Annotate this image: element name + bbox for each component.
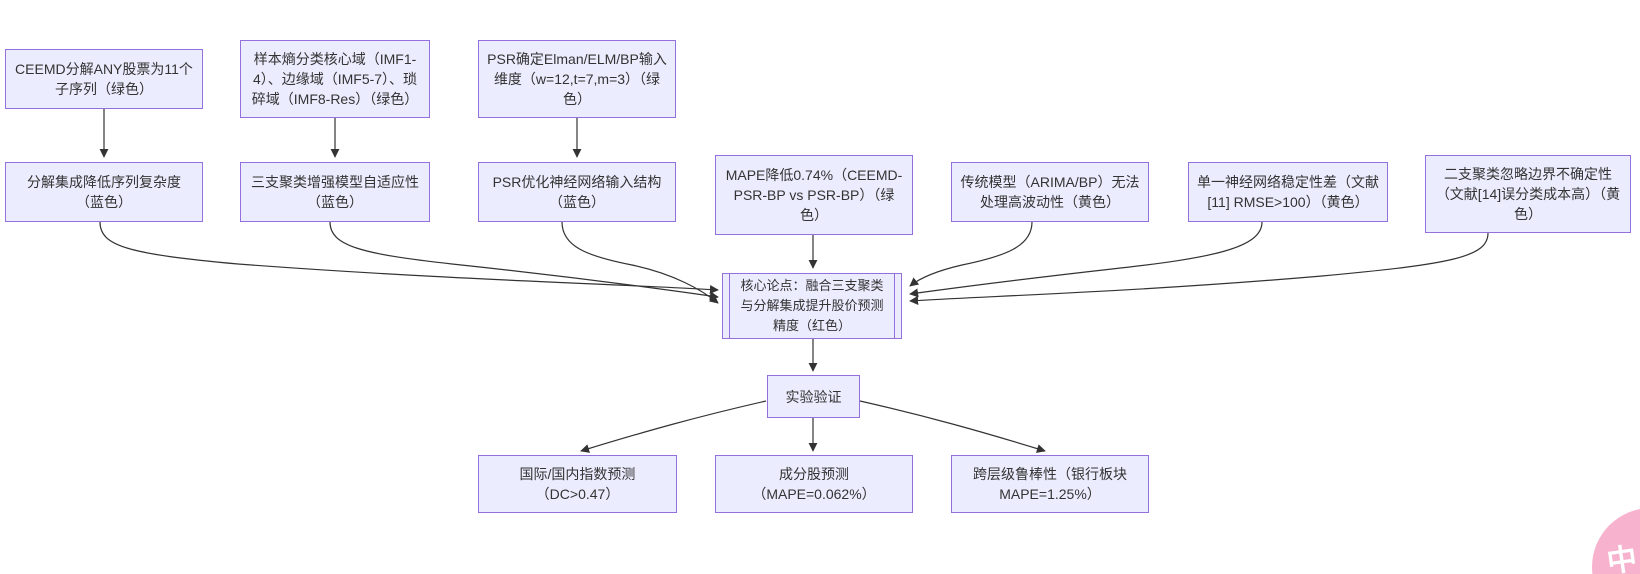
node-label: 三支聚类增强模型自适应性（蓝色） <box>251 174 419 210</box>
node-label: 分解集成降低序列复杂度（蓝色） <box>27 174 181 210</box>
node-three-way-clustering: 三支聚类增强模型自适应性（蓝色） <box>240 162 430 222</box>
translate-icon: 中 A <box>1597 520 1640 574</box>
node-index-forecast: 国际/国内指数预测（DC>0.47） <box>478 455 677 513</box>
node-label: 样本熵分类核心域（IMF1-4）、边缘域（IMF5-7）、琐碎域（IMF8-Re… <box>251 51 419 107</box>
edge-psrstructure-core <box>561 221 719 304</box>
node-constituent-forecast: 成分股预测（MAPE=0.062%） <box>715 455 913 513</box>
node-experiment-validation: 实验验证 <box>767 375 860 418</box>
chinese-label: 中 <box>1604 542 1640 574</box>
node-label: MAPE降低0.74%（CEEMD-PSR-BP vs PSR-BP）（绿色） <box>725 167 903 223</box>
node-label: PSR优化神经网络输入结构（蓝色） <box>492 174 662 210</box>
edge-twoway-core <box>909 232 1489 305</box>
edge-experiment-index <box>580 400 767 453</box>
node-sample-entropy: 样本熵分类核心域（IMF1-4）、边缘域（IMF5-7）、琐碎域（IMF8-Re… <box>240 40 430 118</box>
node-label: PSR确定Elman/ELM/BP输入维度（w=12,t=7,m=3）（绿色） <box>487 51 667 107</box>
node-traditional-model-limit: 传统模型（ARIMA/BP）无法处理高波动性（黄色） <box>951 162 1149 222</box>
edge-traditional-core <box>909 221 1033 287</box>
node-label: CEEMD分解ANY股票为11个子序列（绿色） <box>15 61 193 97</box>
node-decomposition-complexity: 分解集成降低序列复杂度（蓝色） <box>5 162 203 222</box>
node-label: 核心论点：融合三支聚类与分解集成提升股价预测精度（红色） <box>740 278 884 333</box>
node-label: 传统模型（ARIMA/BP）无法处理高波动性（黄色） <box>960 174 1140 210</box>
node-label: 国际/国内指数预测（DC>0.47） <box>519 466 636 502</box>
node-ceemd-decomposition: CEEMD分解ANY股票为11个子序列（绿色） <box>5 49 203 109</box>
edge-singlenn-core <box>909 221 1263 298</box>
edge-decomposition-core <box>99 221 719 294</box>
node-label: 单一神经网络稳定性差（文献[11] RMSE>100）（黄色） <box>1197 174 1379 210</box>
node-core-thesis: 核心论点：融合三支聚类与分解集成提升股价预测精度（红色） <box>722 273 902 339</box>
edge-threeway-core <box>329 221 719 301</box>
translate-widget-button[interactable]: 中 A <box>1592 508 1640 574</box>
node-label: 跨层级鲁棒性（银行板块MAPE=1.25%） <box>973 466 1127 502</box>
edge-experiment-robustness <box>859 400 1046 453</box>
node-cross-level-robustness: 跨层级鲁棒性（银行板块MAPE=1.25%） <box>951 455 1149 513</box>
node-two-way-clustering-limit: 二支聚类忽略边界不确定性（文献[14]误分类成本高）（黄色） <box>1425 155 1631 233</box>
node-mape-reduction: MAPE降低0.74%（CEEMD-PSR-BP vs PSR-BP）（绿色） <box>715 155 913 235</box>
node-label: 二支聚类忽略边界不确定性（文献[14]误分类成本高）（黄色） <box>1435 166 1621 222</box>
node-single-nn-instability: 单一神经网络稳定性差（文献[11] RMSE>100）（黄色） <box>1188 162 1388 222</box>
node-psr-structure: PSR优化神经网络输入结构（蓝色） <box>478 162 676 222</box>
node-psr-input-dimension: PSR确定Elman/ELM/BP输入维度（w=12,t=7,m=3）（绿色） <box>478 40 676 118</box>
node-label: 实验验证 <box>785 388 842 405</box>
node-label: 成分股预测（MAPE=0.062%） <box>752 466 876 502</box>
